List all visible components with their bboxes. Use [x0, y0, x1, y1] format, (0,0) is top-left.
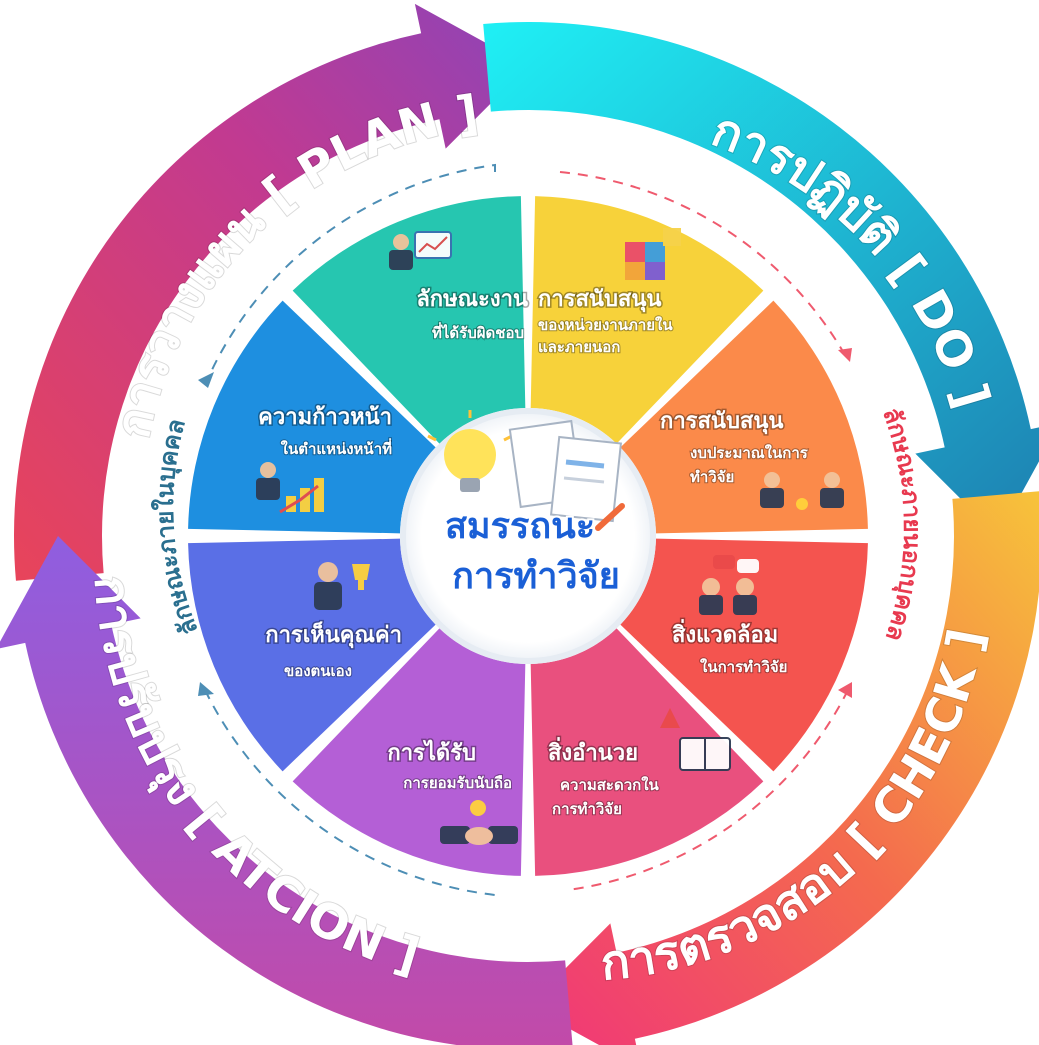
documents-icon [508, 419, 623, 523]
segment-3-sub2: ทำวิจัย [690, 468, 734, 486]
wedge-budget-support [620, 300, 868, 534]
rocket-book-icon [660, 708, 731, 771]
wedge-job-responsibility [292, 196, 526, 444]
segment-2-sub1: ของหน่วยงานภายใน [538, 316, 673, 334]
segment-1-sub1: ที่ได้รับผิดชอบ [432, 322, 524, 342]
segment-3-title: การสนับสนุน [660, 409, 783, 435]
arrowhead-left-top [198, 372, 214, 388]
segment-7-sub1: ของตนเอง [284, 662, 352, 680]
segment-1-title: ลักษณะงาน [416, 287, 528, 312]
dashed-guide-right-bottom [567, 689, 849, 891]
dashed-guide-left-bottom [204, 689, 496, 896]
arrowhead-left-bottom [198, 682, 214, 696]
lightbulb-icon [427, 410, 513, 492]
segment-4-title: สิ่งแวดล้อม [672, 618, 778, 648]
action-arrow [0, 536, 573, 1045]
segment-icons [256, 228, 844, 845]
center-title-line2: การทำวิจัย [452, 556, 620, 597]
arrowhead-right-bottom [838, 682, 852, 698]
center-illustration [427, 410, 625, 531]
handshake-icon [440, 800, 518, 845]
segments [188, 196, 868, 876]
plan-arrow [13, 3, 528, 581]
segment-5-sub2: การทำวิจัย [552, 800, 622, 818]
discussion-icon [699, 555, 759, 615]
wedge-internal-external-support [530, 196, 764, 444]
center-title-line1: สมรรถนะ [445, 506, 595, 547]
arrowhead-right-top [838, 348, 852, 362]
budget-people-icon [760, 472, 844, 510]
wedge-recognition [292, 628, 526, 876]
segment-8-title: ความก้าวหน้า [258, 405, 392, 430]
pencil-icon [595, 503, 625, 531]
do-arrow [483, 22, 1039, 536]
person-chart-icon [389, 231, 452, 270]
wedge-facilities [530, 628, 764, 876]
segment-8-sub1: ในตำแหน่งหน้าที่ [281, 438, 392, 458]
growth-chart-icon [256, 462, 324, 514]
segment-2-title: การสนับสนุน [538, 287, 661, 313]
segment-6-title: การได้รับ [387, 739, 476, 766]
segment-6-sub1: การยอมรับนับถือ [403, 774, 512, 792]
segment-5-title: สิ่งอำนวย [548, 736, 638, 766]
wedge-environment [620, 538, 868, 772]
segment-2-sub2: และภายนอก [538, 338, 620, 356]
dashed-guide-left [204, 163, 496, 386]
puzzle-icon [625, 228, 681, 280]
segment-4-sub1: ในการทำวิจัย [700, 658, 787, 676]
trophy-person-icon [314, 562, 370, 610]
check-arrow [528, 491, 1039, 1045]
wedge-self-worth [188, 538, 436, 772]
segment-7-title: การเห็นคุณค่า [265, 620, 402, 649]
wedge-career-advancement [188, 300, 436, 534]
segment-3-sub1: งบประมาณในการ [690, 444, 809, 462]
cycle-arrows [0, 3, 1039, 1045]
segment-5-sub1: ความสะดวกใน [560, 776, 660, 794]
